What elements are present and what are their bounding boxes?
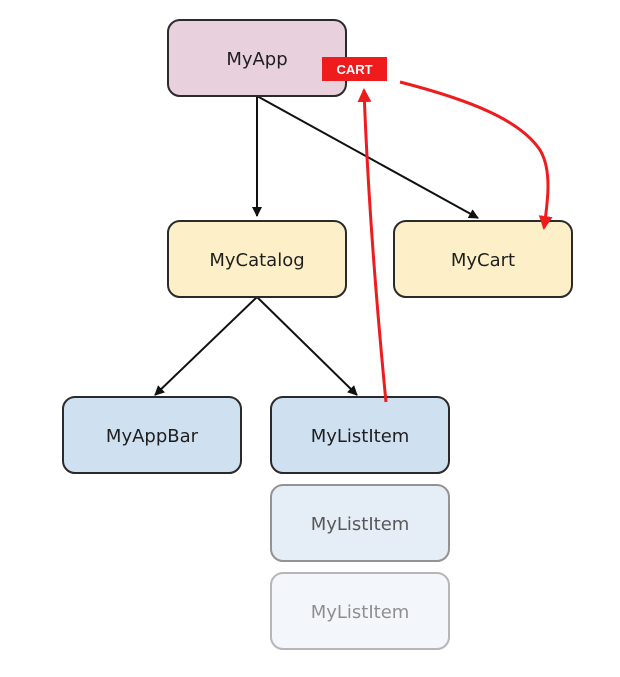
node-mycatalog-box: [167, 220, 347, 298]
red-arrow-listitem-to-myapp: [357, 88, 388, 403]
node-mycatalog-label: MyCatalog: [209, 250, 304, 271]
node-mylistitem-label: MyListItem: [311, 426, 410, 447]
edge-mycatalog-mylistitem: [256, 296, 358, 396]
node-mycart-box: [393, 220, 573, 298]
edge-mycatalog-myappbar: [154, 296, 258, 396]
node-myapp-label: MyApp: [226, 49, 287, 70]
node-myappbar-box: [62, 396, 242, 474]
cart-badge: CART: [322, 57, 387, 81]
node-mylistitem-box: [270, 396, 450, 474]
node-mycart: MyCart: [393, 220, 573, 298]
red-arrow-myapp-to-mycart: [399, 80, 553, 230]
node-mylistitem-3-box: [270, 572, 450, 650]
node-mylistitem-2-box: [270, 484, 450, 562]
node-mylistitem-3: MyListItem: [270, 572, 450, 650]
node-mylistitem-2-label: MyListItem: [311, 514, 410, 535]
node-mylistitem-3-label: MyListItem: [311, 602, 410, 623]
cart-flow-arrows: [357, 80, 553, 403]
node-mycart-label: MyCart: [451, 250, 515, 271]
tree-edges: [154, 95, 479, 396]
node-mylistitem-2: MyListItem: [270, 484, 450, 562]
node-myappbar-label: MyAppBar: [106, 426, 199, 447]
node-myapp: MyApp: [167, 19, 347, 97]
node-mycatalog: MyCatalog: [167, 220, 347, 298]
node-myappbar: MyAppBar: [62, 396, 242, 474]
cart-badge-label: CART: [336, 62, 372, 77]
node-mylistitem: MyListItem: [270, 396, 450, 474]
cart-badge-box: [322, 57, 387, 81]
